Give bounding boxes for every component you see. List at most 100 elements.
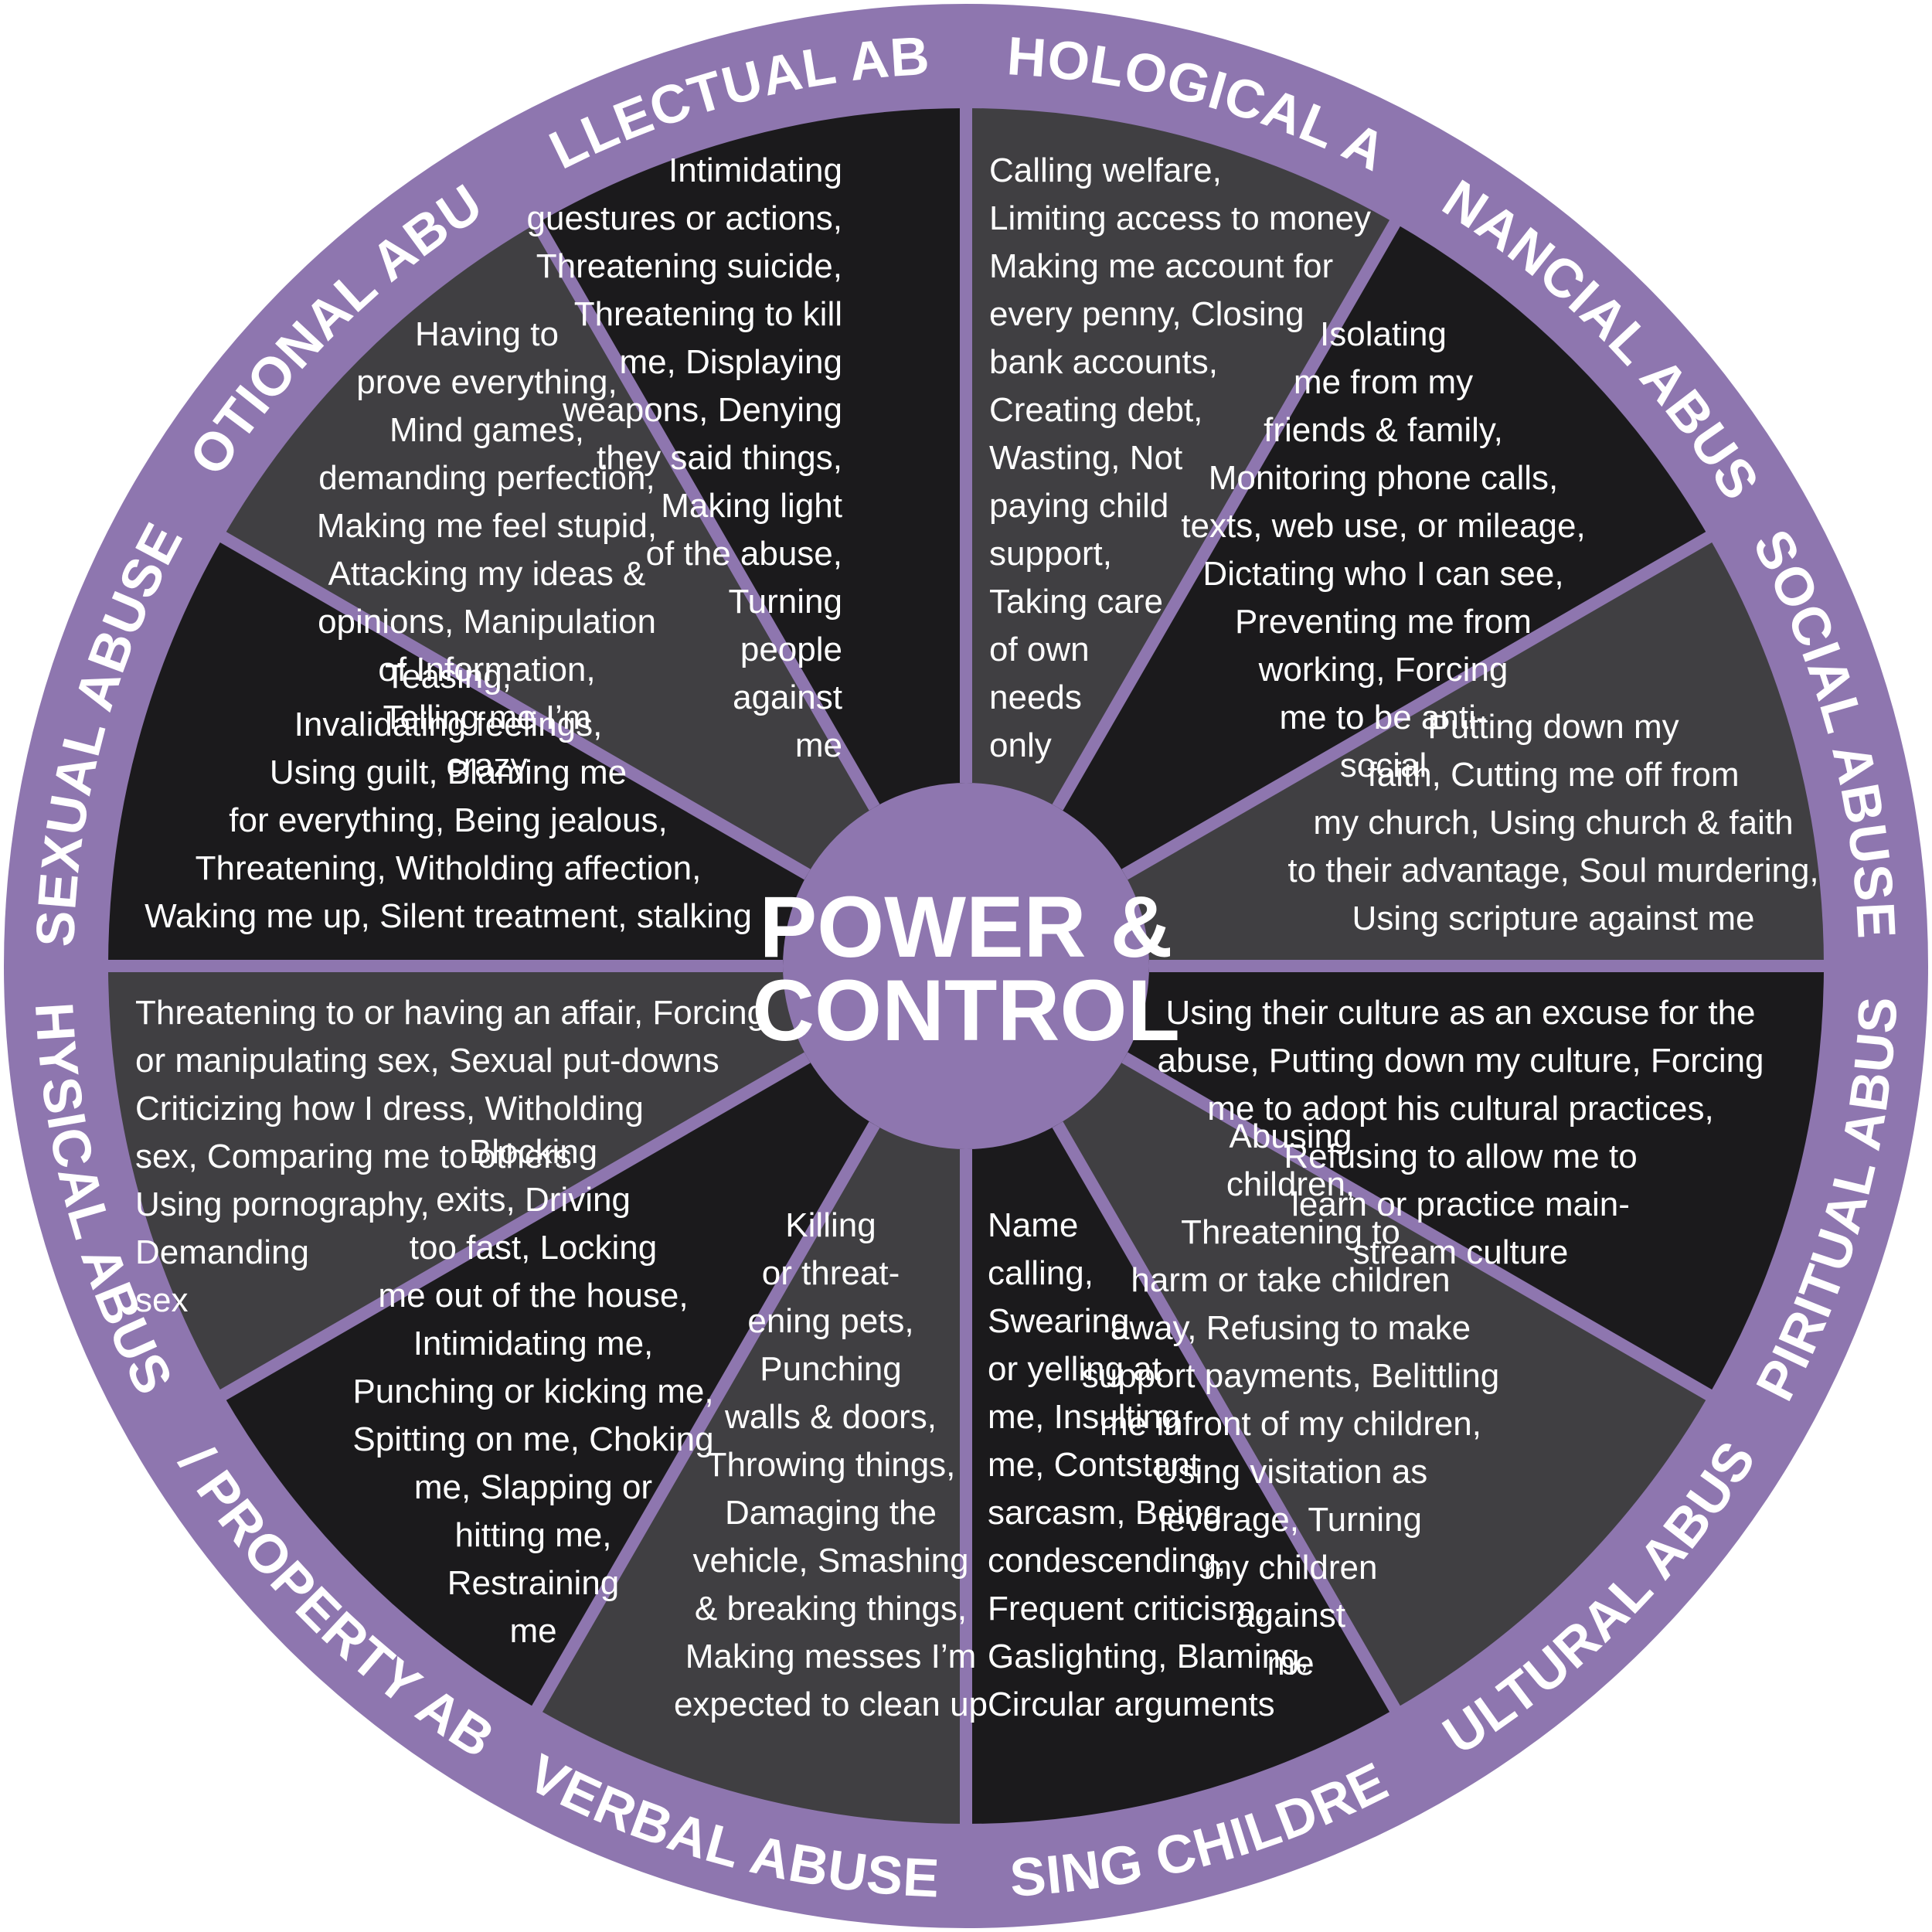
segment-text-line: for everything, Being jealous, — [229, 801, 667, 839]
segment-text-line: Creating debt, — [989, 391, 1202, 429]
segment-text-sexual-abuse: Threatening to or having an affair, Forc… — [135, 994, 766, 1319]
segment-text-line: learn or practice main- — [1291, 1185, 1630, 1223]
segment-text-line: Monitoring phone calls, — [1209, 459, 1558, 497]
segment-text-line: of the abuse, — [646, 535, 842, 573]
segment-text-line: Threatening suicide, — [536, 247, 842, 285]
segment-financial-abuse — [966, 223, 1709, 966]
segment-text-line: calling, — [988, 1254, 1094, 1292]
segment-text-line: Using their culture as an excuse for the — [1165, 994, 1755, 1032]
segment-text-line: Throwing things, — [706, 1446, 956, 1484]
segment-text-line: Threatening to or having an affair, Forc… — [135, 994, 766, 1032]
segment-text-line: Using visitation as — [1154, 1453, 1428, 1491]
segment-physical-abuse — [108, 966, 966, 1395]
segment-text-line: stream culture — [1353, 1233, 1569, 1271]
segment-dividers — [105, 105, 1827, 1827]
segment-text-line: Taking care — [989, 583, 1163, 621]
segment-psychological-abuse — [966, 108, 1395, 966]
segment-divider — [530, 1121, 880, 1715]
segment-text-line: needs — [989, 679, 1082, 716]
segment-text-line: or threat- — [762, 1254, 900, 1292]
segment-text-line: people — [740, 631, 842, 668]
segment-text-line: working, Forcing — [1258, 651, 1509, 689]
segment-text-line: against — [1236, 1597, 1345, 1634]
segment-text-line: expected to clean up — [674, 1685, 988, 1723]
segment-text-line: harm or take children — [1131, 1261, 1450, 1299]
segment-text-line: me, Insulting — [988, 1398, 1180, 1436]
segment-text-line: exits, Driving — [436, 1181, 631, 1219]
segment-text-line: leverage, Turning — [1159, 1501, 1422, 1539]
segment-text-line: ening pets, — [747, 1302, 913, 1340]
segment-sexual-abuse — [108, 537, 966, 966]
segment-text-financial-abuse: Calling welfare, Limiting access to money… — [989, 151, 1371, 764]
segment-text-line: walls & doors, — [724, 1398, 937, 1436]
segment-text-line: Teasing, — [385, 658, 512, 696]
segment-text-line: Killing — [785, 1206, 876, 1244]
segment-divider — [1121, 1052, 1715, 1402]
segment-text-line: texts, web use, or mileage, — [1181, 507, 1585, 545]
segment-text-line: & breaking things, — [695, 1590, 967, 1628]
segments — [108, 108, 1824, 1824]
segment-text-line: Frequent criticism, — [988, 1590, 1265, 1628]
segment-text-line: Isolating — [1320, 315, 1447, 353]
segment-spiritual-abuse — [966, 966, 1824, 1395]
segment-text-line: bank accounts, — [989, 343, 1218, 381]
segment-text-line: Putting down my — [1427, 708, 1679, 746]
segment-text-line: me, Contstant — [988, 1446, 1199, 1484]
segment-text-line: me — [1267, 1645, 1314, 1682]
segment-text-line: Swearing — [988, 1302, 1129, 1340]
segment-divider — [217, 1052, 811, 1402]
segment-text-line: Punching or kicking me, — [352, 1372, 713, 1410]
segment-text-line: Threatening to kill — [574, 295, 842, 333]
segment-text-line: faith, Cutting me off from — [1368, 756, 1740, 794]
segment-text-line: weapons, Denying — [562, 391, 842, 429]
segment-text-line: children, — [1226, 1165, 1355, 1203]
segment-text-cultural-abuse: Using their culture as an excuse for the… — [1157, 994, 1764, 1271]
segment-text-line: Damaging the — [725, 1494, 937, 1532]
segment-text-line: Limiting access to money — [989, 199, 1371, 237]
segment-text-line: away, Refusing to make — [1111, 1309, 1471, 1347]
segment-verbal-abuse — [537, 966, 966, 1824]
segment-intellectual-abuse — [537, 108, 966, 966]
segment-text-line: me to be anti- — [1279, 699, 1487, 736]
segment-text-line: only — [989, 726, 1052, 764]
segment-text-line: Making me feel stupid, — [317, 507, 657, 545]
segment-text-line: Dictating who I can see, — [1202, 555, 1563, 593]
segment-text-line: opinions, Manipulation — [318, 603, 656, 641]
segment-text-line: against — [733, 679, 842, 716]
segment-text-line: me — [795, 726, 842, 764]
segment-text-line: me out of the house, — [378, 1277, 688, 1315]
segment-text-line: Circular arguments — [988, 1685, 1275, 1723]
center-title-line2: CONTROL — [752, 962, 1180, 1059]
segment-text-line: Invalidating feelings, — [294, 706, 603, 743]
segment-text-line: me, Displaying — [619, 343, 842, 381]
segment-text-line: me, Slapping or — [414, 1468, 652, 1506]
segment-divider — [1052, 217, 1402, 811]
center-title-line1: POWER & — [759, 879, 1172, 975]
segment-text-line: Attacking my ideas & — [328, 555, 646, 593]
segment-text-line: or manipulating sex, Sexual put-downs — [135, 1042, 719, 1080]
segment-text-line: support, — [989, 535, 1112, 573]
segment-text-spiritual-abuse: Putting down my faith, Cutting me off fro… — [1287, 708, 1818, 937]
segment-text-line: Demanding — [135, 1233, 309, 1271]
segment-text-line: abuse, Putting down my culture, Forcing — [1157, 1042, 1764, 1080]
segment-text-line: my children — [1204, 1549, 1378, 1587]
segment-using-children — [966, 966, 1395, 1824]
segment-text-line: hitting me, — [455, 1516, 612, 1554]
segment-text-line: Telling me I’m — [383, 699, 591, 736]
segment-text-line: Criticizing how I dress, Witholding — [135, 1090, 644, 1128]
segment-emotional-abuse — [223, 223, 966, 966]
segment-text-line: me infront of my children, — [1100, 1405, 1481, 1443]
segment-text-line: support payments, Belittling — [1082, 1357, 1500, 1395]
segment-text-line: every penny, Closing — [989, 295, 1304, 333]
segment-text-line: Blocking — [469, 1133, 597, 1171]
segment-text-line: Spitting on me, Choking — [352, 1420, 713, 1458]
segment-text-line: prove everything, — [356, 363, 617, 401]
segment-text-line: Calling welfare, — [989, 151, 1222, 189]
segment-text-line: my church, Using church & faith — [1313, 804, 1793, 842]
segment-text-line: they said things, — [597, 439, 842, 477]
segment-cultural-abuse — [966, 966, 1709, 1709]
segment-text-line: guestures or actions, — [527, 199, 842, 237]
